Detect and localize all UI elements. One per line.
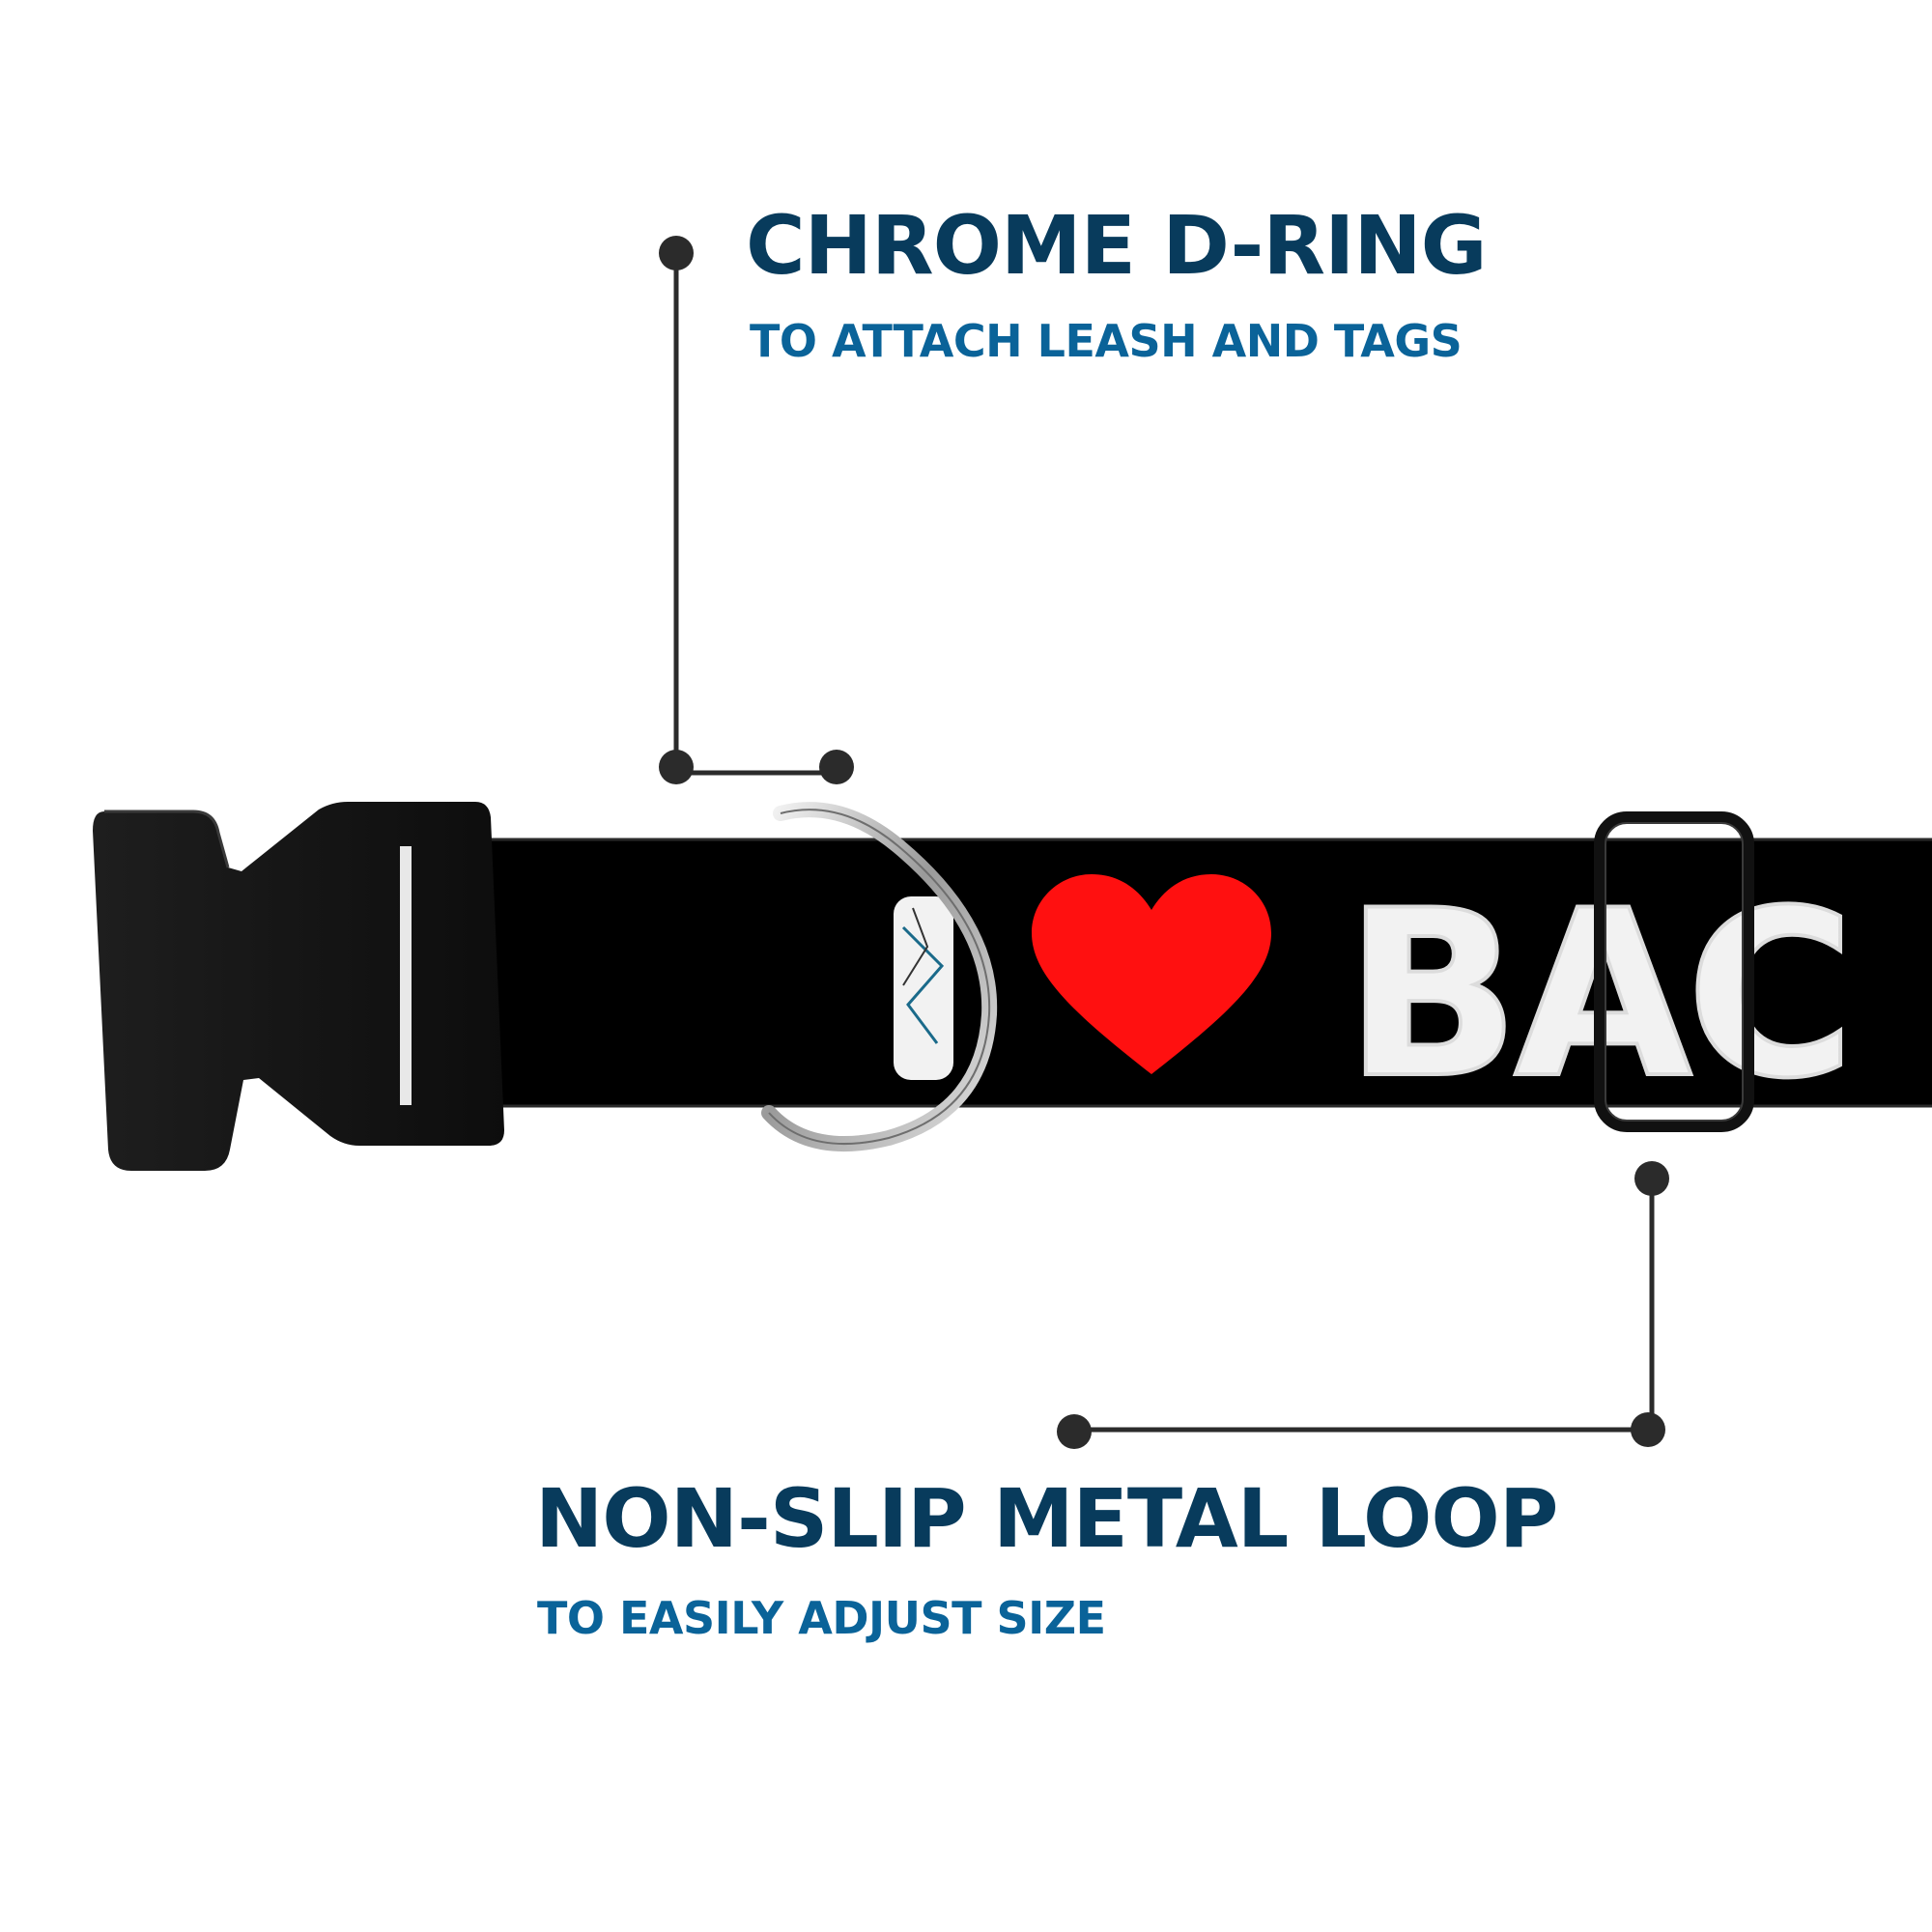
loop-callout-title: NON-SLIP METAL LOOP bbox=[535, 1471, 1558, 1566]
loop-callout-subtitle: TO EASILY ADJUST SIZE bbox=[537, 1592, 1106, 1644]
slide-loop-icon[interactable] bbox=[1594, 811, 1754, 1132]
buckle-strap-slot bbox=[400, 846, 412, 1105]
strap-print-partial-letter bbox=[894, 896, 953, 1080]
dring-leader-line bbox=[659, 236, 854, 784]
dring-callout-subtitle: TO ATTACH LEASH AND TAGS bbox=[750, 315, 1463, 367]
buckle-icon[interactable] bbox=[93, 802, 504, 1171]
d-ring-icon[interactable] bbox=[761, 802, 998, 1151]
loop-leader-line bbox=[1057, 1161, 1669, 1449]
heart-icon bbox=[1032, 874, 1271, 1074]
dring-callout-title: CHROME D-RING bbox=[746, 198, 1488, 293]
